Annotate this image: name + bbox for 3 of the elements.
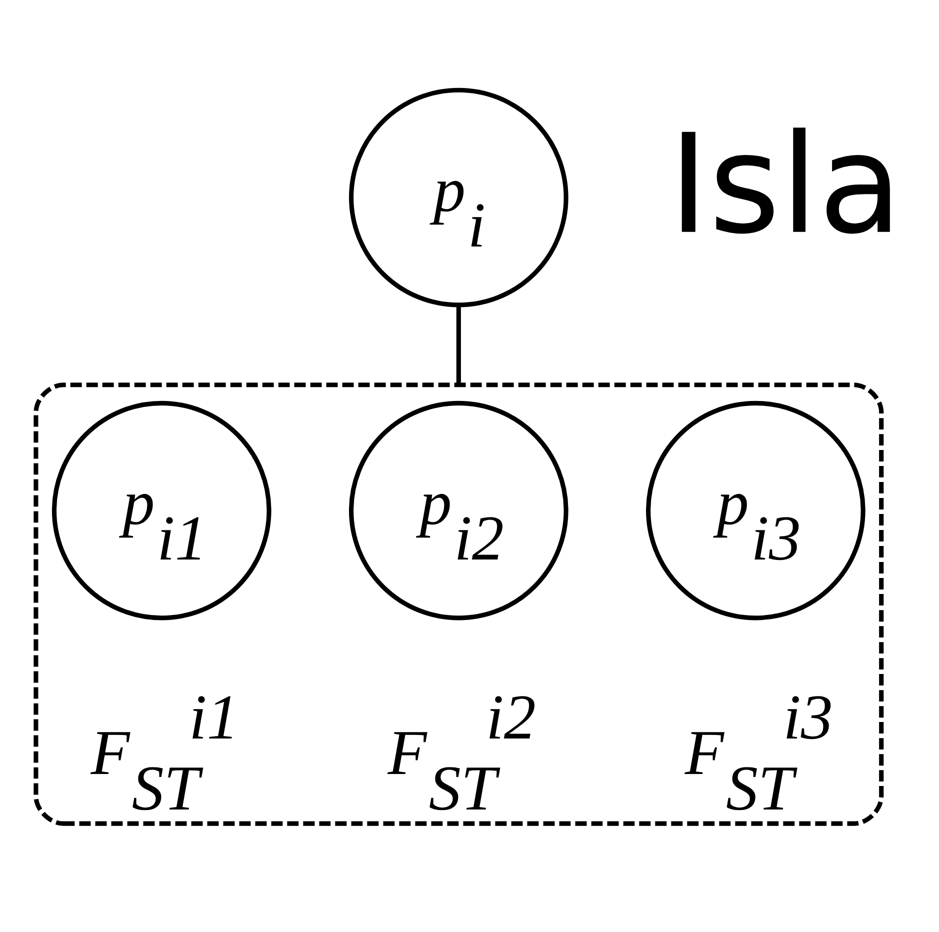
label: Isla xyxy=(668,106,902,265)
cluster xyxy=(34,382,884,826)
connector xyxy=(456,305,461,385)
